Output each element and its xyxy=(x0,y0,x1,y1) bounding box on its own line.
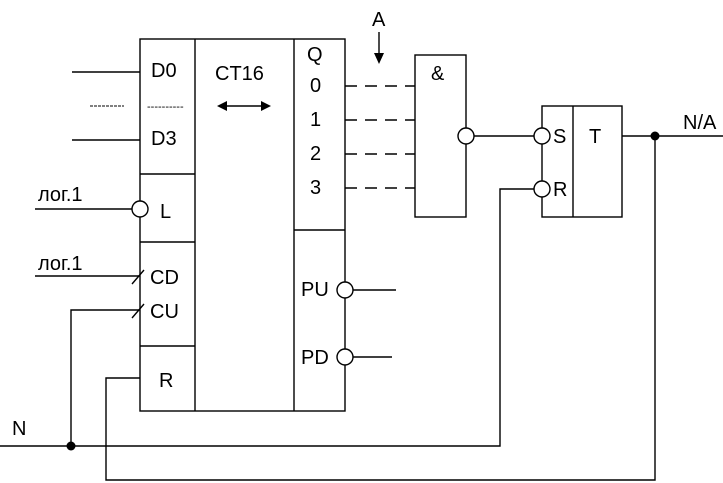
inverter-bubble-l xyxy=(131,200,149,218)
trigger-block: S R T xyxy=(533,105,623,218)
output-3-label: 3 xyxy=(310,177,321,199)
log1-label-cd: лог.1 xyxy=(38,253,83,275)
trigger-input-r: R xyxy=(553,179,567,201)
arrow-down-icon xyxy=(374,32,384,64)
output-label: N/A xyxy=(683,112,717,134)
inverter-bubble-s xyxy=(533,127,551,145)
data-inputs-ellipsis: ---------- xyxy=(147,101,184,113)
inverter-bubble-pu xyxy=(336,281,354,299)
output-1-label: 1 xyxy=(310,109,321,131)
inverter-bubble-and xyxy=(457,127,475,145)
input-cu-label: CU xyxy=(150,301,179,323)
input-l-label: L xyxy=(160,201,171,223)
trigger-outline xyxy=(541,105,623,218)
wire-cu xyxy=(70,309,140,446)
edge-mark-cd xyxy=(131,269,145,285)
counter-title: CT16 xyxy=(215,63,264,85)
and-gate: & xyxy=(414,54,475,218)
log1-label-l: лог.1 xyxy=(38,184,83,206)
wire-reset-feedback xyxy=(105,136,656,481)
output-0-label: 0 xyxy=(310,75,321,97)
edge-mark-cu xyxy=(131,303,145,319)
junction-dot-n xyxy=(66,441,76,451)
inverter-bubble-r xyxy=(533,180,551,198)
output-pu-label: PU xyxy=(301,279,329,301)
input-d3-label: D3 xyxy=(151,128,177,150)
output-2-label: 2 xyxy=(310,143,321,165)
trigger-symbol: T xyxy=(589,126,601,148)
trigger-input-s: S xyxy=(553,126,566,148)
outputs-header: Q xyxy=(307,44,323,66)
counter-block: D0 ---------- D3 L CD CU R CT16 Q 0 1 2 … xyxy=(139,38,346,412)
input-d0-label: D0 xyxy=(151,60,177,82)
output-pd-label: PD xyxy=(301,347,329,369)
counter-outline xyxy=(139,38,346,412)
inverter-bubble-pd xyxy=(336,348,354,366)
and-gate-symbol: & xyxy=(431,63,445,85)
input-cd-label: CD xyxy=(150,267,179,289)
input-n-label: N xyxy=(12,418,26,440)
input-r-label: R xyxy=(159,370,173,392)
signal-a-label: A xyxy=(372,9,386,31)
bidirectional-arrow-icon xyxy=(217,101,271,111)
wire-n xyxy=(0,188,542,447)
junction-dot-output xyxy=(650,131,660,141)
